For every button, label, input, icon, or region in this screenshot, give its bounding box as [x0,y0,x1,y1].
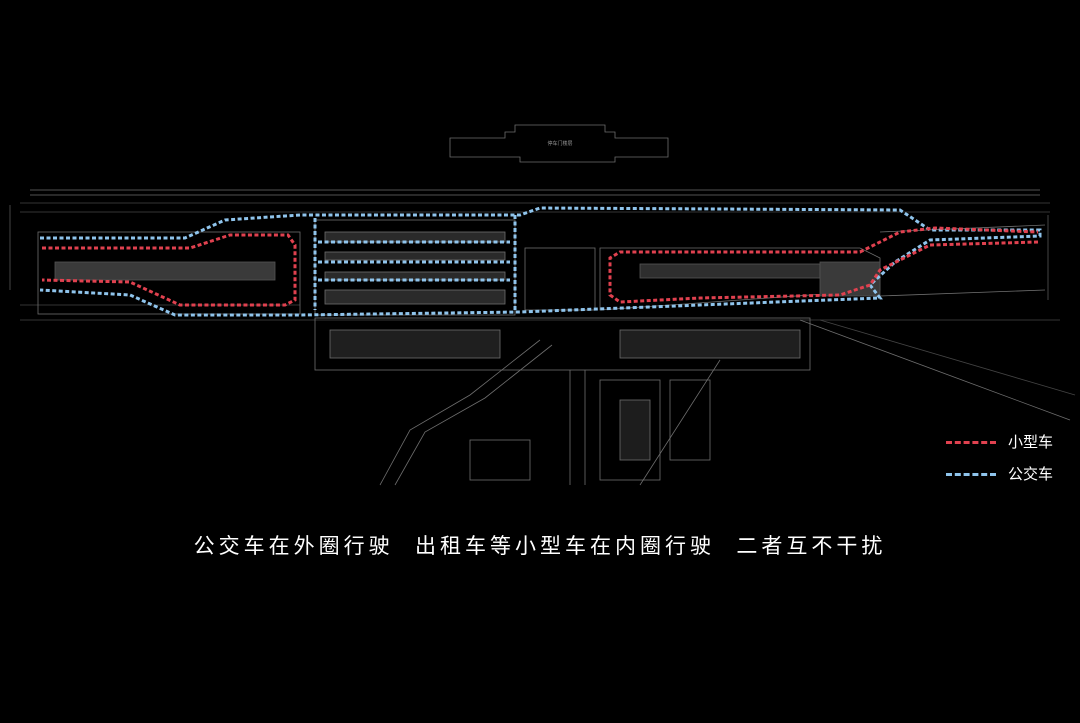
lower-block-hatch [619,399,651,461]
void-block [524,247,596,311]
legend-label-small-vehicle: 小型车 [1008,433,1054,451]
legend-swatch-bus [946,473,996,476]
routes-layer [39,206,1042,317]
lower-block [669,379,711,461]
cad-linework [9,124,1076,486]
diagonal-road [819,319,1076,396]
top-building-label: 停车门楼层 [547,140,572,147]
legend-swatch-small-vehicle [946,441,996,444]
left-platform-fill [54,261,276,281]
legend-item-small-vehicle: 小型车 [946,432,1066,452]
lower-road [639,359,721,486]
lower-building-hatch [329,329,501,359]
bus-route [39,206,1042,317]
right-track [879,289,1046,297]
diagonal-road [799,319,1071,421]
lower-building-hatch [619,329,801,359]
central-hatch [324,271,506,281]
legend-label-bus: 公交车 [1008,465,1054,483]
top-building-outline [449,124,669,163]
left-platform [37,231,301,315]
small-vehicle-route [41,233,297,307]
caption-text: 公交车在外圈行驶 出租车等小型车在内圈行驶 二者互不干扰 [193,534,887,558]
lower-block [469,439,531,481]
lower-building [314,317,811,371]
lower-block [599,379,661,481]
central-hatch [324,289,506,305]
lower-road [394,344,553,486]
central-hatch [324,231,506,243]
central-hatch [324,251,506,261]
right-platform-fill [639,263,821,279]
legend-item-bus: 公交车 [946,464,1066,484]
lower-road [379,339,541,486]
